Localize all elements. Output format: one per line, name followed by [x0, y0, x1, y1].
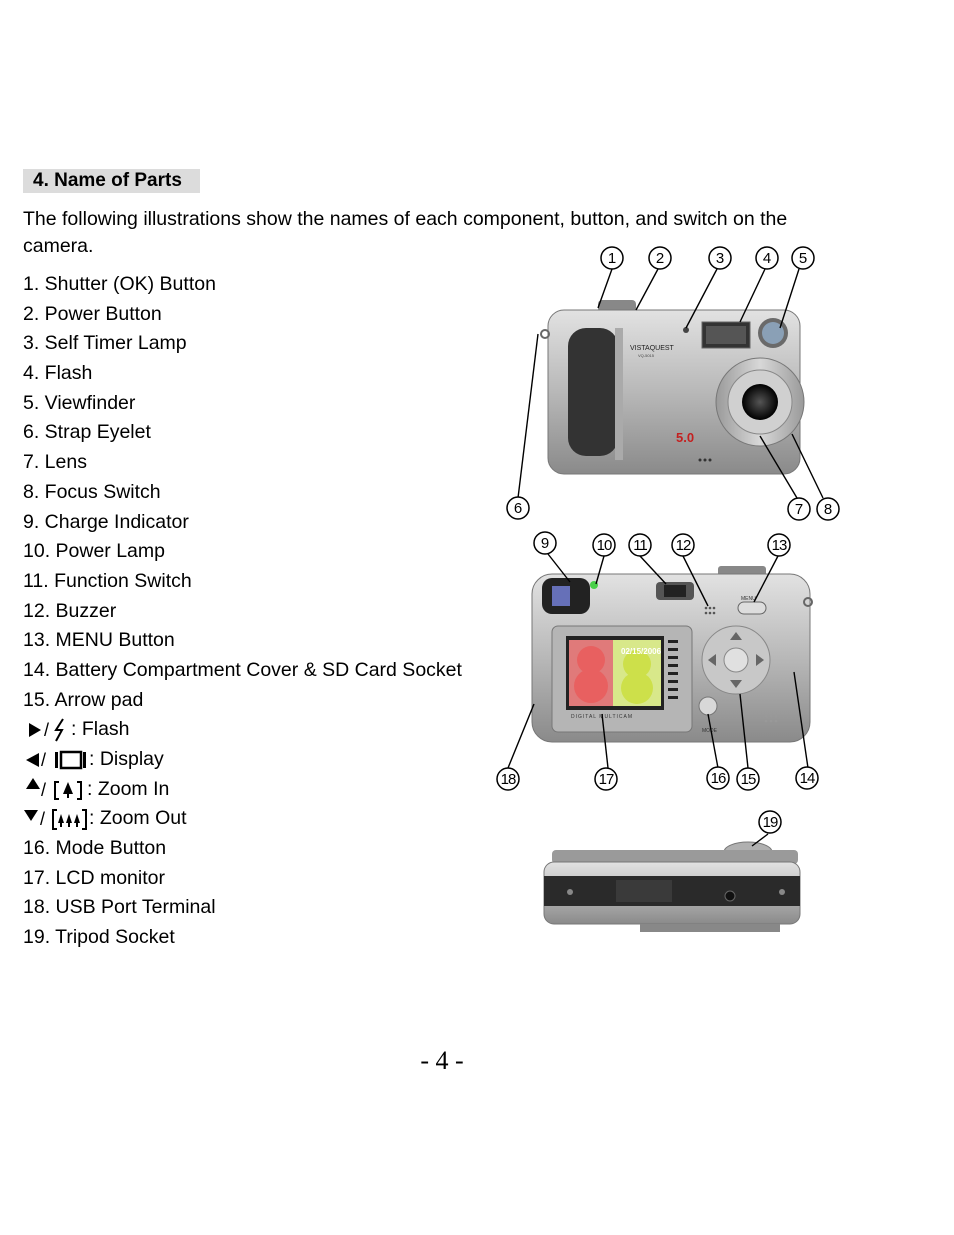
part-item: 16. Mode Button	[23, 837, 167, 860]
svg-text:17: 17	[599, 771, 614, 788]
svg-text:/: /	[44, 720, 49, 740]
callout-1: 1	[600, 246, 624, 270]
callout-19: 19	[758, 810, 782, 834]
part-item: 6. Strap Eyelet	[23, 421, 151, 444]
parts-list: 1. Shutter (OK) Button 2. Power Button 3…	[23, 270, 503, 953]
part-item: 18. USB Port Terminal	[23, 896, 216, 919]
svg-text:7: 7	[795, 501, 803, 518]
part-item: 7. Lens	[23, 451, 87, 474]
callout-15: 15	[736, 767, 760, 791]
right-arrow-flash-icon: /	[29, 718, 64, 742]
svg-text:11: 11	[633, 537, 647, 554]
svg-text:4: 4	[763, 250, 771, 267]
camera-back-view: MENU 02/15/2006 DIGITAL MULTICAM MODE	[531, 566, 813, 743]
part-item: 3. Self Timer Lamp	[23, 332, 187, 355]
part-item: 15. Arrow pad	[23, 688, 144, 711]
svg-text:6: 6	[514, 500, 522, 517]
part-item: 9. Charge Indicator	[23, 510, 189, 533]
part-item: 8. Focus Switch	[23, 480, 161, 503]
arrow-pad-display-label: : Display	[89, 748, 164, 770]
callout-17: 17	[594, 767, 618, 791]
part-item: 2. Power Button	[23, 302, 162, 325]
callout-markers: 1 2 3 4 5 6 7 8 9 10 11 12 13 14 15 16 1…	[496, 246, 840, 834]
callout-2: 2	[648, 246, 672, 270]
svg-text:14: 14	[800, 770, 815, 787]
callout-7: 7	[787, 497, 811, 521]
callout-8: 8	[816, 497, 840, 521]
svg-text:/: /	[41, 780, 46, 800]
callout-9: 9	[533, 531, 557, 555]
part-item: 11. Function Switch	[23, 569, 192, 592]
svg-text:2: 2	[656, 250, 664, 267]
svg-text:18: 18	[501, 771, 516, 788]
svg-text:1: 1	[608, 250, 616, 267]
section-heading: 4. Name of Parts	[23, 169, 200, 193]
svg-text:16: 16	[711, 770, 726, 787]
intro-paragraph: The following illustrations show the nam…	[23, 208, 788, 257]
svg-text:15: 15	[741, 771, 756, 788]
callout-11: 11	[628, 533, 652, 557]
callout-5: 5	[791, 246, 815, 270]
up-arrow-zoom-in-icon: /	[26, 777, 82, 800]
callout-4: 4	[755, 246, 779, 270]
part-item: 1. Shutter (OK) Button	[23, 273, 216, 295]
callout-18: 18	[496, 767, 520, 791]
callout-16: 16	[706, 766, 730, 790]
callout-10: 10	[592, 533, 616, 557]
callout-12: 12	[671, 533, 695, 557]
part-item: 4. Flash	[23, 362, 93, 385]
arrow-pad-zoom-out: / : Zoom Out	[23, 804, 503, 834]
callout-13: 13	[767, 533, 791, 557]
menu-label: MENU	[741, 596, 756, 602]
svg-text:/: /	[41, 750, 46, 770]
svg-text:9: 9	[541, 535, 549, 552]
part-item: 13. MENU Button	[23, 629, 175, 652]
camera-bottom-view	[543, 841, 801, 932]
part-item: 5. Viewfinder	[23, 391, 136, 414]
camera-illustrations: VISTAQUEST VQ-5015 5.0 MENU 02/15/2006 D…	[496, 246, 840, 932]
mode-label: MODE	[702, 728, 718, 734]
callout-6: 6	[506, 496, 530, 520]
svg-text:19: 19	[763, 814, 778, 831]
arrow-pad-zoom-in: / : Zoom In	[23, 775, 503, 805]
arrow-pad-flash: / : Flash	[23, 715, 503, 745]
camera-front-view: VISTAQUEST VQ-5015 5.0	[540, 300, 805, 475]
svg-text:5: 5	[799, 250, 807, 267]
svg-text:3: 3	[716, 250, 724, 267]
callout-3: 3	[708, 246, 732, 270]
arrow-pad-zoom-out-label: : Zoom Out	[89, 807, 187, 830]
part-item: 17. LCD monitor	[23, 866, 165, 889]
model-label: VQ-5015	[638, 353, 655, 358]
date-stamp: 02/15/2006	[621, 647, 662, 656]
svg-text:/: /	[40, 809, 45, 829]
arrow-pad-display: / : Display	[23, 745, 503, 775]
arrow-pad-zoom-in-label: : Zoom In	[87, 777, 170, 800]
down-arrow-zoom-out-icon: /	[24, 809, 87, 831]
page-number: - 4 -	[420, 1046, 464, 1075]
brand-logo: VISTAQUEST	[630, 345, 675, 352]
svg-text:13: 13	[772, 537, 787, 554]
svg-text:12: 12	[676, 537, 691, 554]
section-title: 4. Name of Parts	[33, 170, 182, 191]
lcd-caption: DIGITAL MULTICAM	[571, 714, 633, 720]
part-item: 10. Power Lamp	[23, 540, 165, 563]
svg-text:10: 10	[597, 537, 612, 554]
part-item: 19. Tripod Socket	[23, 926, 175, 949]
part-item: 14. Battery Compartment Cover & SD Card …	[23, 658, 462, 681]
part-item: 12. Buzzer	[23, 599, 117, 622]
left-arrow-display-icon: /	[26, 750, 86, 770]
callout-14: 14	[795, 766, 819, 790]
arrow-pad-flash-label: : Flash	[71, 718, 130, 741]
svg-text:8: 8	[824, 501, 832, 518]
megapixel-badge: 5.0	[676, 430, 694, 445]
